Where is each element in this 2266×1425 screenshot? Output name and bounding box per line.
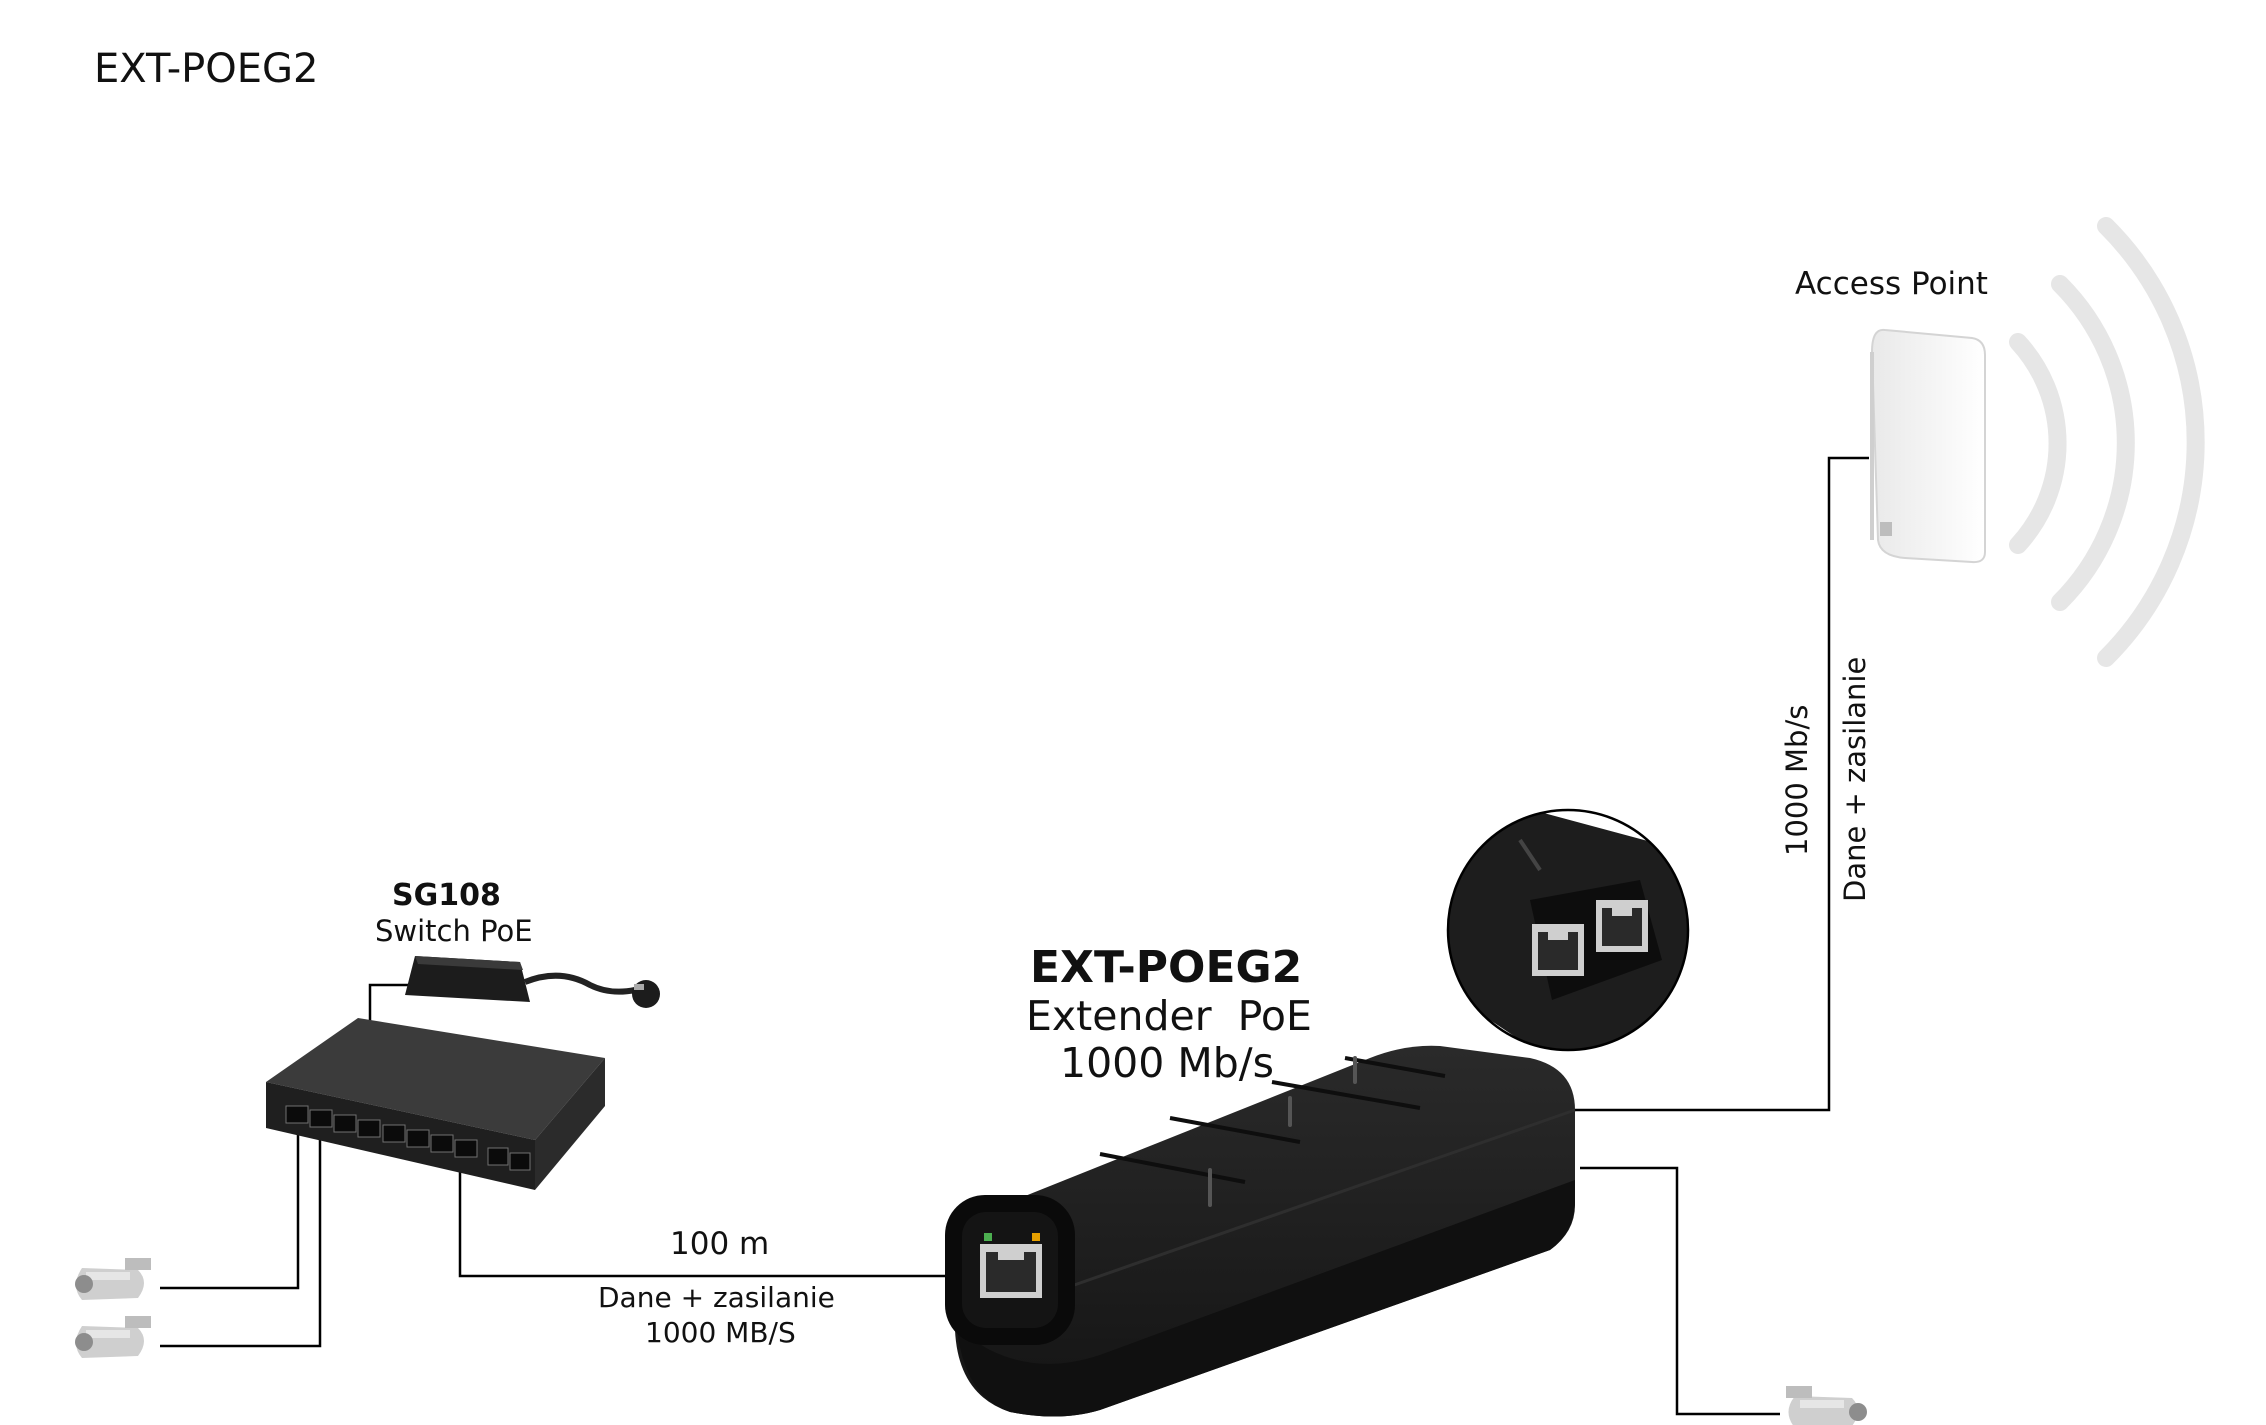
access-point-label: Access Point: [1795, 266, 1988, 302]
security-camera-2-icon: [75, 1316, 151, 1358]
access-point-device: [1870, 328, 1986, 564]
switch-device: [266, 1018, 605, 1190]
camera-right-link-line: [1580, 1166, 1780, 1416]
switch-model-label: SG108: [392, 878, 501, 913]
security-camera-3-icon: [1786, 1386, 1867, 1425]
uplink-type-label: Dane + zasilanie: [598, 1281, 835, 1314]
extender-device: [945, 1045, 1576, 1417]
security-camera-1-icon: [75, 1258, 151, 1300]
switch-ports: [285, 1105, 531, 1171]
extender-speed-label: 1000 Mb/s: [1060, 1039, 1274, 1087]
ap-link-type-label: Dane + zasilanie: [1838, 656, 1872, 902]
camera-2-link-line: [160, 1118, 322, 1348]
ap-link-speed-label: 1000 Mb/s: [1780, 704, 1814, 856]
camera-1-link-line: [160, 1118, 300, 1290]
connection-lines: [160, 456, 1869, 1416]
ap-link-line: [1552, 456, 1869, 1112]
extender-model-label: EXT-POEG2: [1030, 942, 1303, 993]
extender-rj45-port: [980, 1233, 1042, 1298]
uplink-speed-label: 1000 MB/S: [645, 1316, 796, 1349]
power-adapter: [405, 956, 660, 1008]
page-title: EXT-POEG2: [94, 46, 319, 92]
power-cable-line: [368, 983, 410, 1025]
uplink-distance-label: 100 m: [670, 1226, 770, 1262]
inset-rj45-port-2: [1596, 900, 1648, 952]
extender-description-label: Extender PoE: [1026, 992, 1312, 1040]
wifi-signal-icon: [2009, 217, 2205, 667]
uplink-cable-line: [458, 1142, 985, 1278]
switch-description-label: Switch PoE: [375, 914, 533, 948]
inset-rj45-port-1: [1532, 924, 1584, 976]
extender-ports-inset: [1446, 808, 1690, 1052]
